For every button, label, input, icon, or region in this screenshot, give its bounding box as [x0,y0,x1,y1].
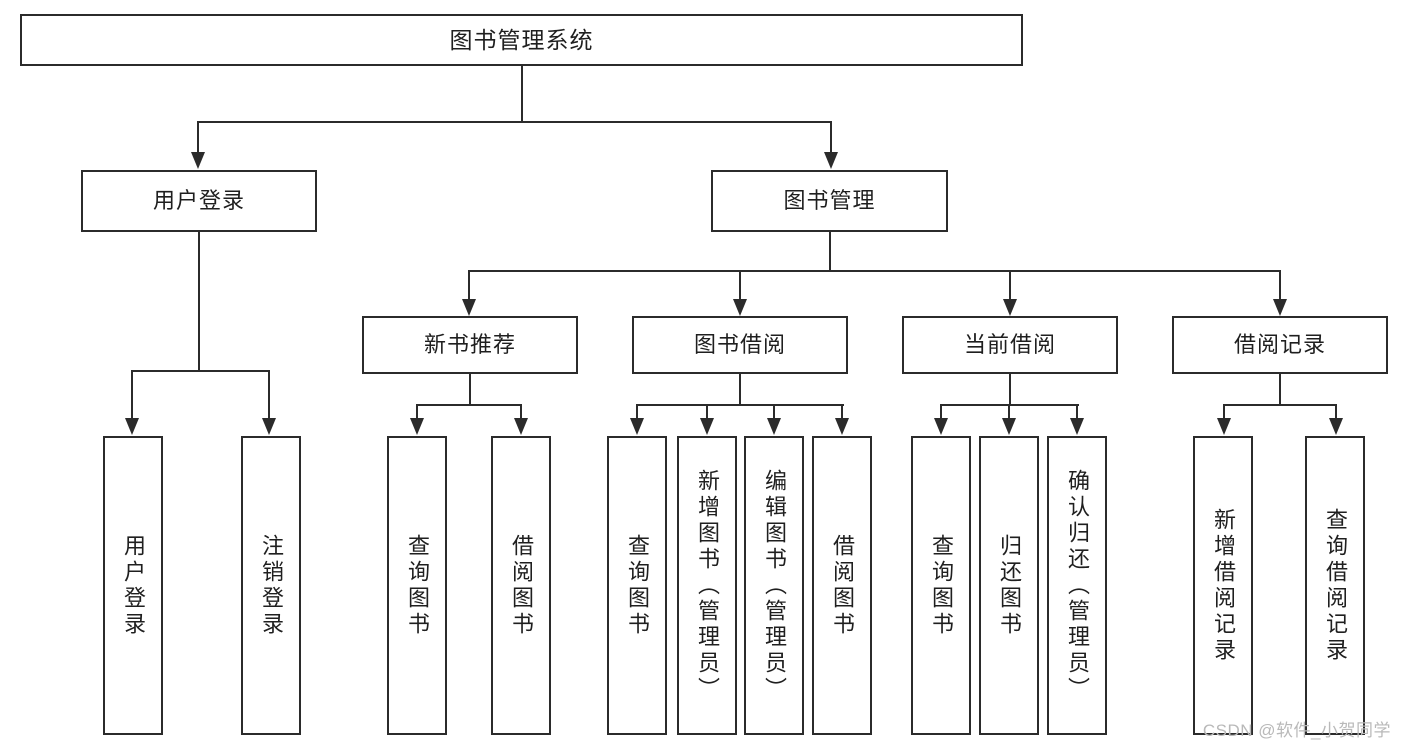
node-new-book-recommend[interactable]: 新书推荐 [362,316,578,374]
node-book-management-label: 图书管理 [783,188,876,214]
node-leaf-query-book-3[interactable]: 查询图书 [911,436,971,735]
node-leaf-query-borrow-record-label: 查询借阅记录 [1323,507,1348,664]
connector-root-stem [521,66,523,122]
connector-current-borrow-bus [941,404,1079,406]
node-leaf-user-login[interactable]: 用户登录 [103,436,163,735]
arrow-leaf-user-login [125,418,139,435]
arrow-query-borrow-record [1329,418,1343,435]
arrow-user-login [191,152,205,169]
node-root-system-label: 图书管理系统 [449,26,594,53]
connector-book-management-stem [829,232,831,271]
arrow-leaf-logout-login [262,418,276,435]
connector-borrow-record-bus [1224,404,1336,406]
node-new-book-recommend-label: 新书推荐 [423,332,516,358]
connector-new-book-recommend-bus [417,404,521,406]
arrow-confirm-return [1070,418,1084,435]
arrow-query-book-2 [630,418,644,435]
node-leaf-logout-login-label: 注销登录 [259,533,284,638]
connector-drop-book-borrow [739,270,741,300]
arrow-borrow-book-2 [835,418,849,435]
connector-new-book-recommend-stem [469,374,471,405]
connector-drop-borrow-book-2 [841,404,843,419]
connector-drop-confirm-return [1076,404,1078,419]
node-leaf-confirm-return[interactable]: 确认归还（管理员） [1047,436,1107,735]
arrow-edit-book [767,418,781,435]
node-leaf-query-book-2[interactable]: 查询图书 [607,436,667,735]
node-leaf-add-book-label: 新增图书（管理员） [695,468,720,703]
node-leaf-add-book[interactable]: 新增图书（管理员） [677,436,737,735]
arrow-return-book [1002,418,1016,435]
connector-drop-book-management [830,121,832,153]
node-leaf-query-book-3-label: 查询图书 [929,533,954,638]
arrow-borrow-record [1273,299,1287,316]
arrow-new-book-recommend [462,299,476,316]
connector-user-login-stem [198,232,200,371]
node-book-management[interactable]: 图书管理 [711,170,948,232]
connector-drop-query-book-3 [940,404,942,419]
node-root-system[interactable]: 图书管理系统 [20,14,1023,66]
node-current-borrow[interactable]: 当前借阅 [902,316,1118,374]
connector-level2-bus [198,121,832,123]
node-leaf-query-borrow-record[interactable]: 查询借阅记录 [1305,436,1365,735]
node-leaf-borrow-book-1-label: 借阅图书 [509,533,534,638]
connector-user-login-bus [132,370,269,372]
node-borrow-record[interactable]: 借阅记录 [1172,316,1388,374]
node-leaf-borrow-book-2[interactable]: 借阅图书 [812,436,872,735]
arrow-query-book-1 [410,418,424,435]
node-leaf-edit-book-label: 编辑图书（管理员） [762,468,787,703]
csdn-watermark: CSDN @软件_小贺同学 [1202,721,1391,740]
node-leaf-query-book-1[interactable]: 查询图书 [387,436,447,735]
arrow-borrow-book-1 [514,418,528,435]
node-leaf-query-book-1-label: 查询图书 [405,533,430,638]
node-leaf-confirm-return-label: 确认归还（管理员） [1065,468,1090,703]
connector-current-borrow-stem [1009,374,1011,405]
arrow-add-borrow-record [1217,418,1231,435]
node-leaf-logout-login[interactable]: 注销登录 [241,436,301,735]
node-book-borrow[interactable]: 图书借阅 [632,316,848,374]
arrow-book-borrow [733,299,747,316]
connector-drop-query-borrow-record [1335,404,1337,419]
connector-drop-add-book [706,404,708,419]
node-leaf-add-borrow-record-label: 新增借阅记录 [1211,507,1236,664]
node-leaf-user-login-label: 用户登录 [121,533,146,638]
connector-drop-current-borrow [1009,270,1011,300]
arrow-book-management [824,152,838,169]
node-user-login[interactable]: 用户登录 [81,170,317,232]
connector-drop-borrow-book-1 [520,404,522,419]
arrow-current-borrow [1003,299,1017,316]
connector-drop-borrow-record [1279,270,1281,300]
connector-drop-return-book [1008,404,1010,419]
node-borrow-record-label: 借阅记录 [1233,332,1326,358]
connector-drop-add-borrow-record [1223,404,1225,419]
connector-borrow-record-stem [1279,374,1281,405]
connector-drop-edit-book [773,404,775,419]
connector-book-borrow-bus [637,404,844,406]
node-leaf-borrow-book-1[interactable]: 借阅图书 [491,436,551,735]
node-user-login-label: 用户登录 [152,188,245,214]
node-book-borrow-label: 图书借阅 [693,332,786,358]
connector-drop-leaf-logout-login [268,370,270,419]
connector-drop-user-login [197,121,199,153]
node-leaf-edit-book[interactable]: 编辑图书（管理员） [744,436,804,735]
connector-book-borrow-stem [739,374,741,405]
node-current-borrow-label: 当前借阅 [963,332,1056,358]
connector-level3-bus [469,270,1281,272]
connector-drop-new-book-recommend [468,270,470,300]
node-leaf-return-book-label: 归还图书 [997,533,1022,638]
node-leaf-borrow-book-2-label: 借阅图书 [830,533,855,638]
node-leaf-query-book-2-label: 查询图书 [625,533,650,638]
arrow-query-book-3 [934,418,948,435]
connector-drop-leaf-user-login [131,370,133,419]
arrow-add-book [700,418,714,435]
node-leaf-add-borrow-record[interactable]: 新增借阅记录 [1193,436,1253,735]
node-leaf-return-book[interactable]: 归还图书 [979,436,1039,735]
connector-drop-query-book-1 [416,404,418,419]
connector-drop-query-book-2 [636,404,638,419]
